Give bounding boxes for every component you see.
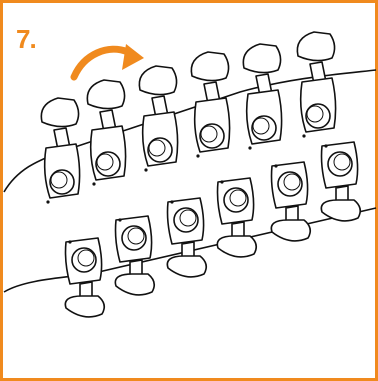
tuner-top-6 bbox=[296, 31, 337, 138]
rotate-clockwise-arrow-icon bbox=[70, 44, 144, 81]
screw-hole bbox=[46, 200, 50, 204]
tuner-bottom-2 bbox=[114, 215, 156, 296]
tuner-bottom-1 bbox=[64, 237, 106, 318]
tuner-bottom-6 bbox=[320, 141, 362, 222]
screw-hole bbox=[170, 200, 174, 204]
screw-hole bbox=[220, 180, 224, 184]
screw-hole bbox=[92, 182, 96, 186]
screw-hole bbox=[68, 240, 72, 244]
tuner-top-2 bbox=[86, 79, 127, 186]
tuner-top-3 bbox=[138, 65, 179, 172]
tuner-bottom-3 bbox=[166, 197, 208, 278]
step-number: 7. bbox=[16, 24, 37, 54]
tuner-top-4 bbox=[190, 51, 231, 158]
tuner-bottom-4 bbox=[216, 177, 258, 258]
screw-hole bbox=[118, 218, 122, 222]
tuner-machines bbox=[40, 31, 362, 318]
screw-hole bbox=[324, 144, 328, 148]
screw-hole bbox=[196, 154, 200, 158]
tuner-bottom-5 bbox=[270, 161, 312, 242]
screw-hole bbox=[144, 168, 148, 172]
screw-hole bbox=[274, 164, 278, 168]
screw-hole bbox=[302, 134, 306, 138]
screw-hole bbox=[248, 146, 252, 150]
tuner-top-1 bbox=[40, 97, 81, 204]
tuner-top-5 bbox=[242, 43, 283, 150]
